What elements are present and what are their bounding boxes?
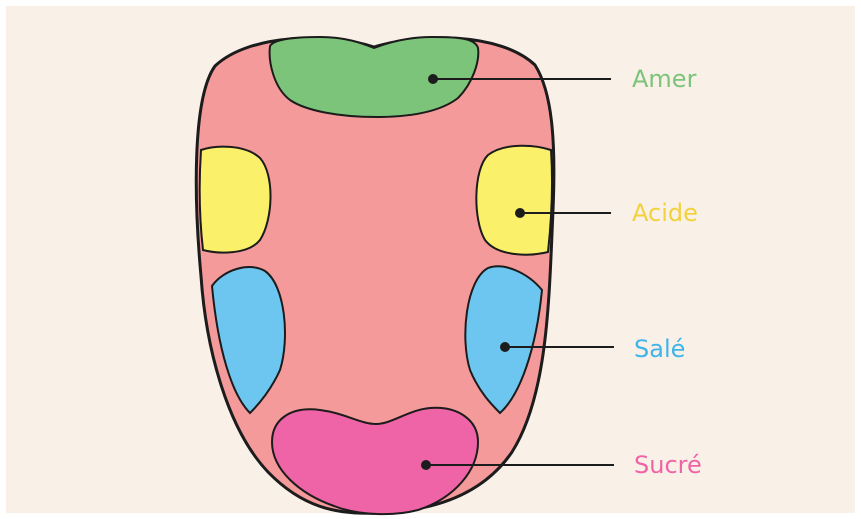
label-sucre: Sucré	[634, 451, 702, 479]
label-sale: Salé	[634, 335, 685, 363]
label-acide: Acide	[632, 199, 698, 227]
leader-dot-amer	[428, 74, 438, 84]
label-amer: Amer	[632, 65, 697, 93]
leader-dot-acide	[515, 208, 525, 218]
amer-region	[270, 37, 479, 117]
acide-region-left	[200, 147, 271, 253]
leader-dot-sucre	[421, 460, 431, 470]
acide-region-right	[476, 146, 552, 255]
leader-dot-sale	[500, 342, 510, 352]
